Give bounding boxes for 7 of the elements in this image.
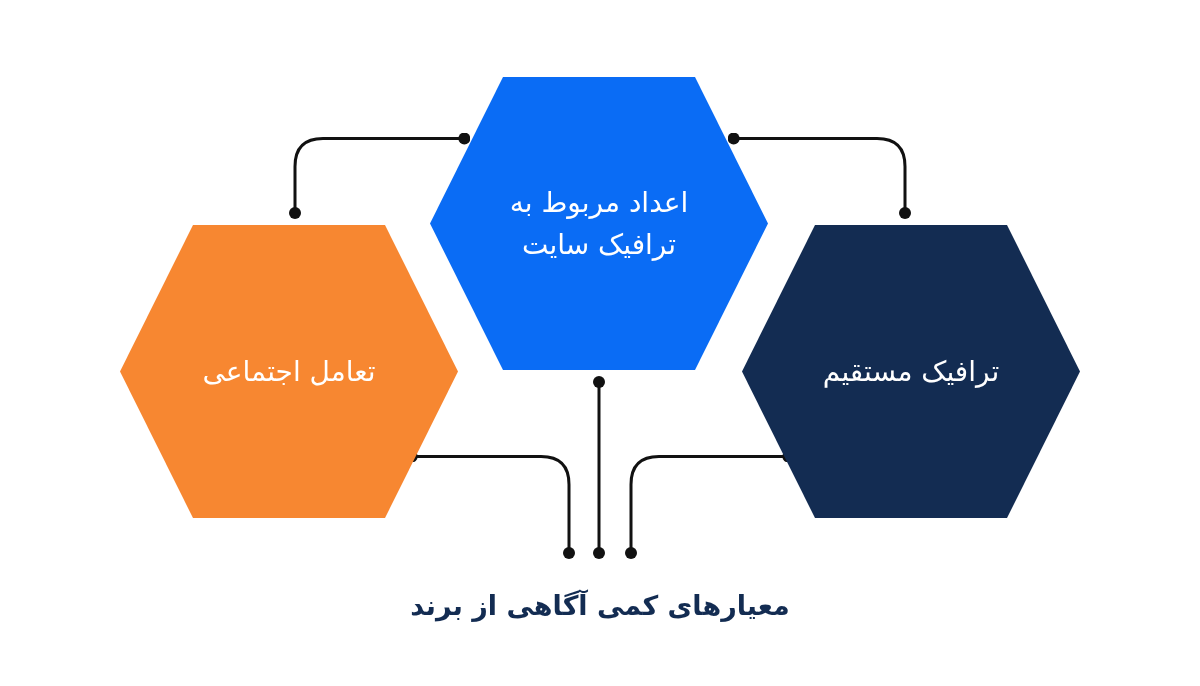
connector-line <box>727 132 911 219</box>
connector-line <box>289 132 471 219</box>
hexagon-label: تعامل اجتماعی <box>202 353 376 390</box>
hexagon-label: ترافیک مستقیم <box>822 353 1000 390</box>
node-label: معیارهای کمی آگاهی از برند <box>410 588 790 624</box>
connector-line <box>593 376 605 559</box>
hexagon-label: اعداد مربوط به ترافیک سایت <box>508 184 690 263</box>
